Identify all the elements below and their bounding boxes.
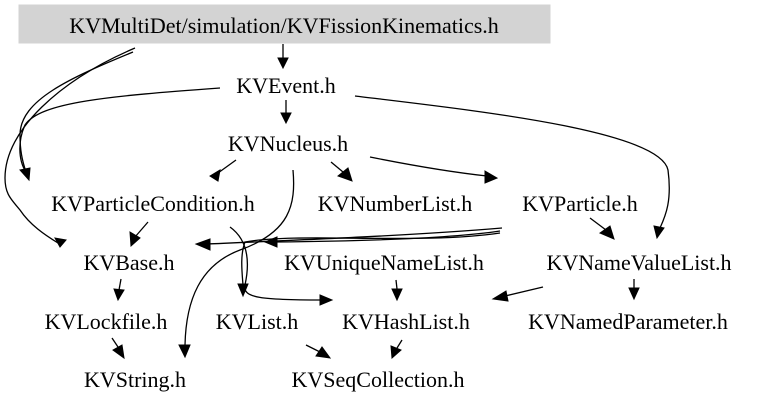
edge-particle-to-base — [194, 227, 503, 251]
edge-name-value-list-to-named-parameter — [628, 279, 640, 301]
edge-nucleus-to-particle-condition — [209, 159, 237, 182]
edge-particle-to-list — [237, 232, 501, 298]
edge-unique-name-list-to-hash-list — [391, 279, 403, 302]
edge-event-to-particle-condition — [19, 87, 221, 173]
node-kvseqcollection[interactable]: KVSeqCollection.h — [292, 367, 465, 392]
node-kvbase[interactable]: KVBase.h — [83, 250, 174, 275]
node-kvparticlecondition[interactable]: KVParticleCondition.h — [51, 191, 254, 216]
node-kvuniquenamelist[interactable]: KVUniqueNameList.h — [284, 250, 484, 275]
node-kvnamevaluelist[interactable]: KVNameValueList.h — [546, 250, 731, 275]
edge-nucleus-to-particle — [369, 156, 499, 184]
node-kvevent[interactable]: KVEvent.h — [236, 73, 336, 98]
edge-nucleus-to-number-list — [330, 161, 353, 182]
node-kvhashlist[interactable]: KVHashList.h — [342, 309, 470, 334]
dependency-edges — [4, 44, 670, 360]
node-kvlist[interactable]: KVList.h — [216, 309, 299, 334]
edge-root-to-base — [4, 47, 136, 248]
node-kvlockfile[interactable]: KVLockfile.h — [45, 309, 168, 334]
node-kvstring[interactable]: KVString.h — [84, 367, 186, 392]
dependency-nodes: KVMultiDet/simulation/KVFissionKinematic… — [18, 4, 732, 392]
node-root[interactable]: KVMultiDet/simulation/KVFissionKinematic… — [18, 4, 551, 44]
edge-name-value-list-to-hash-list — [491, 286, 544, 302]
edge-root-to-particle-condition — [19, 51, 134, 182]
node-kvnamedparameter[interactable]: KVNamedParameter.h — [528, 309, 728, 334]
edge-base-to-lockfile — [113, 278, 125, 302]
edge-list-to-seq-collection — [305, 344, 332, 359]
edge-event-to-name-value-list — [354, 95, 670, 240]
edge-particle-to-name-value-list — [589, 217, 615, 240]
node-kvnucleus[interactable]: KVNucleus.h — [228, 131, 348, 156]
node-kvnumberlist[interactable]: KVNumberList.h — [318, 191, 473, 216]
node-root-label: KVMultiDet/simulation/KVFissionKinematic… — [69, 13, 499, 38]
edge-nucleus-to-string — [178, 169, 295, 359]
edge-particle-condition-to-base — [129, 221, 149, 248]
edge-hash-list-to-seq-collection — [390, 339, 403, 360]
edge-event-to-nucleus — [280, 100, 292, 125]
edge-lockfile-to-string — [111, 337, 125, 360]
node-kvparticle[interactable]: KVParticle.h — [522, 191, 637, 216]
edge-root-to-event — [277, 44, 289, 70]
